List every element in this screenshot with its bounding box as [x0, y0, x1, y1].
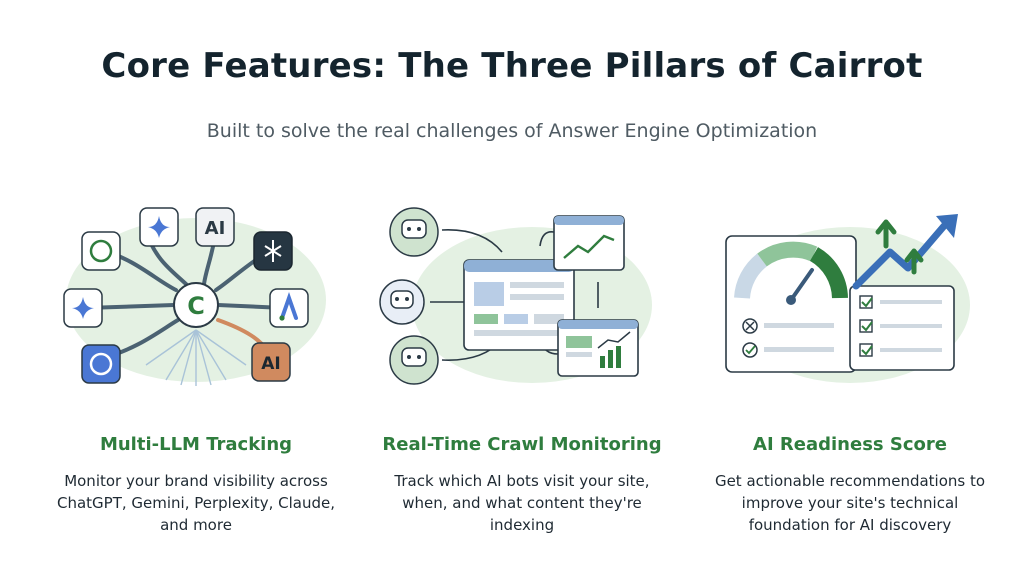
gemini-icon-left: [63, 288, 103, 328]
crawl-monitoring-illustration: [379, 207, 652, 385]
gemini-icon: [139, 207, 179, 247]
gauge-card: [725, 235, 857, 373]
svg-text:C: C: [187, 292, 205, 320]
multi-llm-illustration: AI AI C: [63, 207, 326, 386]
pillar-title: Real-Time Crawl Monitoring: [382, 434, 662, 455]
pillar-title: Multi-LLM Tracking: [99, 434, 293, 455]
pillar-title: AI Readiness Score: [753, 434, 947, 455]
anthropic-icon: AI: [251, 342, 291, 382]
analytics-window: [557, 319, 639, 377]
trend-up-icon: [852, 214, 958, 290]
svg-text:AI: AI: [261, 354, 280, 374]
ai-tile-icon: AI: [195, 207, 235, 247]
analytics-window: [553, 215, 625, 271]
page-title: Core Features: The Three Pillars of Cair…: [101, 46, 923, 86]
pillar-description: Track which AI bots visit your site, whe…: [394, 472, 650, 534]
perplexity-icon: [253, 231, 293, 271]
pillar-ai-readiness: AI Readiness Score Get actionable recomm…: [700, 190, 1000, 570]
checklist-card: [849, 285, 955, 371]
robot-icon: [379, 279, 425, 325]
cairrot-hub-icon: C: [173, 282, 219, 328]
robot-icon: [389, 335, 439, 385]
ads-icon: [269, 288, 309, 328]
pillar-crawl-monitoring: Real-Time Crawl Monitoring Track which A…: [372, 190, 672, 570]
chatgpt-icon: [81, 231, 121, 271]
ai-readiness-illustration: [725, 214, 970, 383]
pillar-multi-llm-tracking: AI AI C Multi-LLM Tracking Monitor: [46, 190, 346, 570]
robot-icon: [389, 207, 439, 257]
pillar-description: Get actionable recommendations to improv…: [714, 472, 986, 534]
pillar-description: Monitor your brand visibility across Cha…: [56, 472, 336, 534]
chatgpt-icon-blue: [81, 344, 121, 384]
page-subtitle: Built to solve the real challenges of An…: [206, 120, 818, 142]
svg-text:AI: AI: [205, 218, 226, 239]
website-window: [463, 259, 575, 351]
